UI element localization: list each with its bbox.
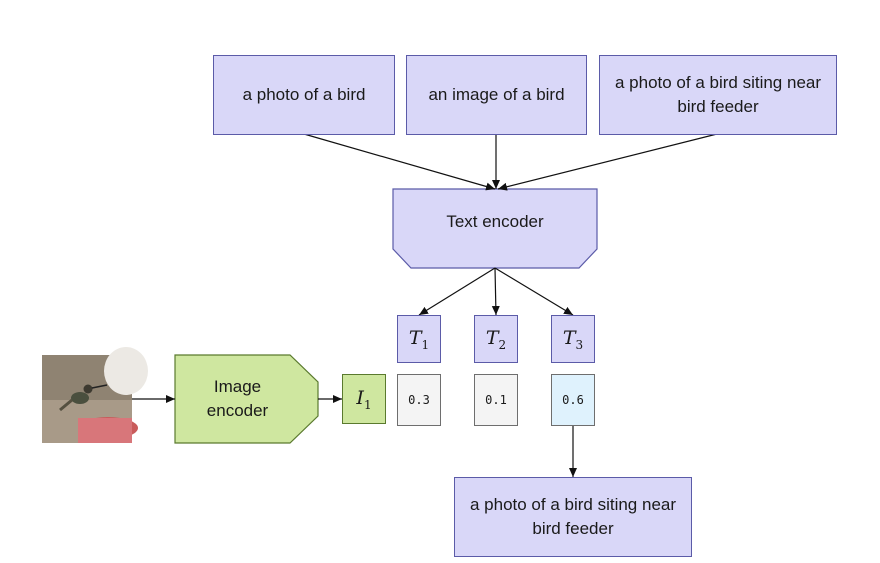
prompt-label-1: a photo of a bird [242, 85, 366, 104]
arrow-prompt3-to-text-encoder [497, 133, 718, 191]
prompt-label-3: a photo of a bird siting near bird feede… [614, 73, 822, 116]
prompt-label-2: an image of a bird [428, 85, 565, 104]
arrow-prompt1-to-text-encoder [303, 133, 496, 191]
text-encoder-label: Text encoder [446, 212, 544, 231]
result-label: a photo of a bird siting near bird feede… [469, 495, 677, 538]
prompt-box-3: a photo of a bird siting near bird feede… [599, 55, 837, 135]
similarity-score-2: 0.1 [474, 374, 518, 426]
similarity-score-1: 0.3 [397, 374, 441, 426]
text-embedding-t2: T2 [474, 315, 518, 363]
text-embedding-t1: T1 [397, 315, 441, 363]
image-encoder-shape [174, 354, 319, 444]
text-embedding-t3: T3 [551, 315, 595, 363]
arrow-text-encoder-to-t3 [494, 267, 574, 316]
image-encoder-label: Image encoder [206, 377, 269, 420]
bird-photo [42, 347, 148, 443]
result-box: a photo of a bird siting near bird feede… [454, 477, 692, 557]
arrow-text-encoder-to-t1 [418, 267, 496, 316]
prompt-box-2: an image of a bird [406, 55, 587, 135]
arrow-text-encoder-to-t2 [491, 267, 500, 316]
prompt-box-1: a photo of a bird [213, 55, 395, 135]
similarity-score-3: 0.6 [551, 374, 595, 426]
image-embedding-i1: I1 [342, 374, 386, 424]
text-encoder-shape [392, 188, 598, 269]
